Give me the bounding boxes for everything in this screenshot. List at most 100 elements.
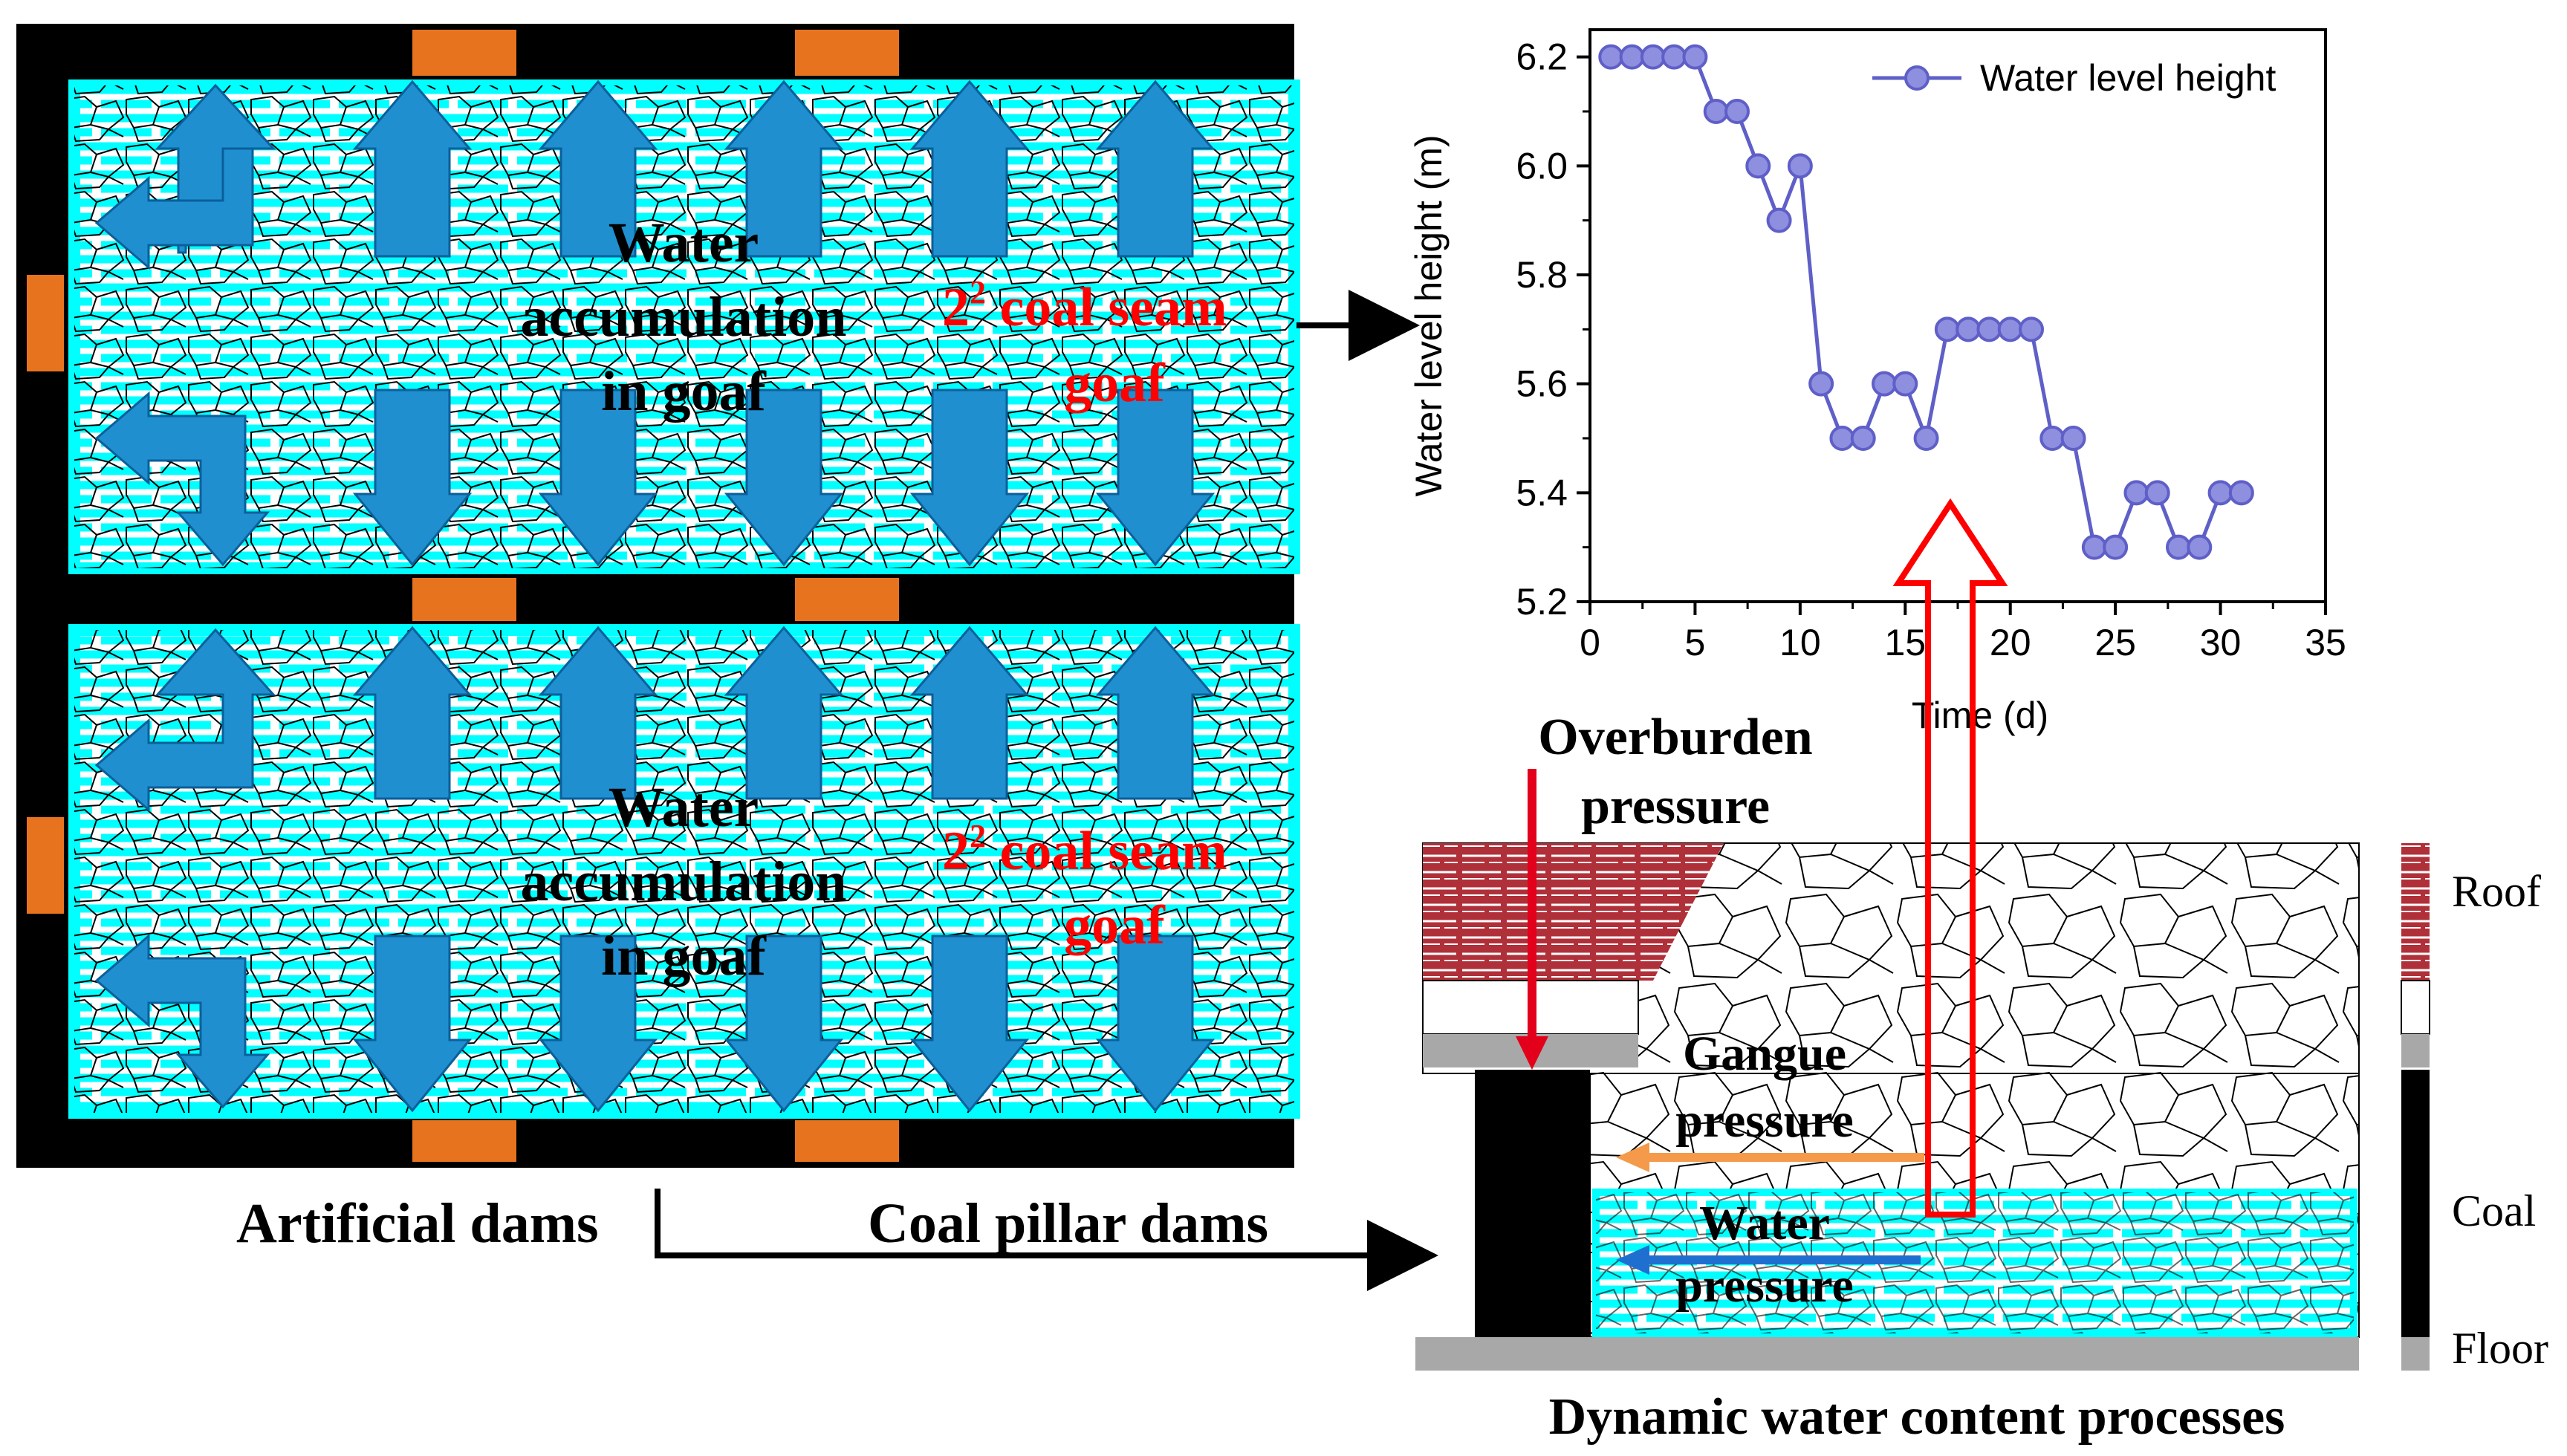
goaf-panel-1 <box>68 79 1300 574</box>
flow-arrow-up <box>724 79 844 258</box>
artificial-dam <box>795 1120 899 1162</box>
data-point <box>2166 534 2191 560</box>
data-point <box>2039 426 2065 451</box>
legend-immediate-roof-swatch <box>2401 980 2430 1035</box>
chart-legend: Water level height <box>1872 57 2276 99</box>
dams-to-section-arrow <box>655 1189 1438 1291</box>
legend-coal-label: Coal <box>2452 1186 2536 1235</box>
seam-superscript: 2 <box>970 274 986 311</box>
legend-floor-swatch <box>2401 1337 2430 1371</box>
goaf-panel-2 <box>68 624 1300 1119</box>
y-tick-label: 5.6 <box>1516 363 1568 405</box>
seam-superscript: 2 <box>970 818 986 854</box>
data-point <box>2081 534 2107 560</box>
data-point <box>1892 371 1918 397</box>
cross-section: Overburden pressure Gangue pressure Wate… <box>1415 498 2360 1446</box>
flow-arrow-down <box>538 389 658 567</box>
y-axis-label: Water level height (m) <box>1408 134 1450 496</box>
goaf-rock-texture <box>74 85 1294 568</box>
data-point <box>1598 44 1624 70</box>
coal-seam-goaf-label: 22 coal seam <box>942 818 1227 882</box>
flow-arrow-corner-down <box>94 391 270 567</box>
flow-arrow-up <box>352 79 473 258</box>
data-point <box>1997 316 2023 342</box>
legend-roof-label: Roof <box>2452 867 2541 916</box>
series-line <box>1611 55 2242 550</box>
flow-arrow-corner-up-left <box>94 628 276 813</box>
seam-text: coal seam <box>986 821 1227 882</box>
flow-arrow-up <box>352 625 473 800</box>
overburden-pressure-label: pressure <box>1581 778 1770 835</box>
data-point <box>1976 316 2002 342</box>
y-tick-label: 5.8 <box>1516 254 1568 296</box>
data-point <box>1913 426 1939 451</box>
x-tick-label: 35 <box>2305 622 2346 663</box>
goaf-accumulation-label-line: in goaf <box>601 360 767 423</box>
artificial-dams-label: Artificial dams <box>236 1192 599 1255</box>
artificial-dam <box>27 275 64 371</box>
coal-seam-goaf-label: 22 coal seam <box>942 274 1227 338</box>
water-flow-arrows <box>94 79 1216 1113</box>
legend-coal-swatch <box>2401 1070 2430 1337</box>
overburden-pressure-label: Overburden <box>1538 709 1812 766</box>
x-tick-label: 30 <box>2200 622 2242 663</box>
water-pressure-label: Water <box>1699 1196 1830 1250</box>
artificial-dam <box>412 578 516 621</box>
y-tick-label: 5.4 <box>1516 472 1568 513</box>
artificial-dam <box>412 1120 516 1162</box>
water-level-link-arrow <box>1892 498 2008 1218</box>
data-point <box>1703 99 1729 124</box>
data-point <box>1808 371 1834 397</box>
data-point <box>1745 153 1771 179</box>
water-arrow-head <box>1616 1245 1649 1275</box>
goaf-plan-view: Water accumulation in goaf Water accumul… <box>16 24 1438 1291</box>
y-tick-label: 6.0 <box>1516 145 1568 186</box>
roof-stratum <box>1423 843 1724 981</box>
flow-arrow-corner-down-left <box>94 933 270 1109</box>
gangue-pressure-label: pressure <box>1675 1093 1854 1148</box>
flow-arrow-corner-left <box>94 147 254 270</box>
data-point <box>1661 44 1687 70</box>
data-point <box>2103 534 2129 560</box>
legend-marker <box>1904 65 1930 91</box>
data-point <box>1872 371 1897 397</box>
data-point <box>2123 480 2149 506</box>
flow-arrow-up <box>724 625 844 800</box>
coal-pillar <box>1475 1070 1590 1337</box>
flow-arrow-down <box>1095 389 1216 567</box>
data-point <box>1619 44 1645 70</box>
flow-arrow-down <box>909 935 1030 1113</box>
coal-seam-goaf-label-line2: goaf <box>1064 353 1166 414</box>
data-point <box>1850 426 1876 451</box>
data-point <box>1766 207 1792 233</box>
y-tick-label: 6.2 <box>1516 36 1568 78</box>
data-point <box>1682 44 1708 70</box>
artificial-dam <box>27 817 64 914</box>
x-tick-label: 15 <box>1884 622 1926 663</box>
x-tick-label: 0 <box>1580 622 1600 663</box>
flow-arrow-up <box>538 79 658 258</box>
data-point <box>2060 426 2086 451</box>
data-point <box>1829 426 1855 451</box>
x-axis-label: Time (d) <box>1912 695 2048 736</box>
goaf-accumulation-label-line: Water <box>609 776 759 839</box>
flow-arrow-down <box>1095 935 1216 1113</box>
flow-arrow-down <box>538 935 658 1113</box>
data-point <box>2019 316 2044 342</box>
artificial-dam <box>795 30 899 76</box>
gangue-pressure-label: Gangue <box>1683 1027 1846 1081</box>
flow-arrow-down <box>352 389 473 567</box>
goaf-rock-texture <box>74 630 1294 1113</box>
legend-floor-label: Floor <box>2452 1324 2548 1373</box>
coal-pillar-dams-label: Coal pillar dams <box>868 1192 1268 1255</box>
overburden-arrow-head <box>1516 1036 1548 1070</box>
flow-arrow-up <box>909 625 1030 800</box>
flow-arrow-up <box>1095 79 1216 258</box>
gangue-arrow-head <box>1616 1143 1649 1172</box>
x-tick-label: 25 <box>2094 622 2136 663</box>
flow-arrow-down <box>909 389 1030 567</box>
data-point <box>2187 534 2213 560</box>
goaf-accumulation-label-line: in goaf <box>601 925 767 987</box>
